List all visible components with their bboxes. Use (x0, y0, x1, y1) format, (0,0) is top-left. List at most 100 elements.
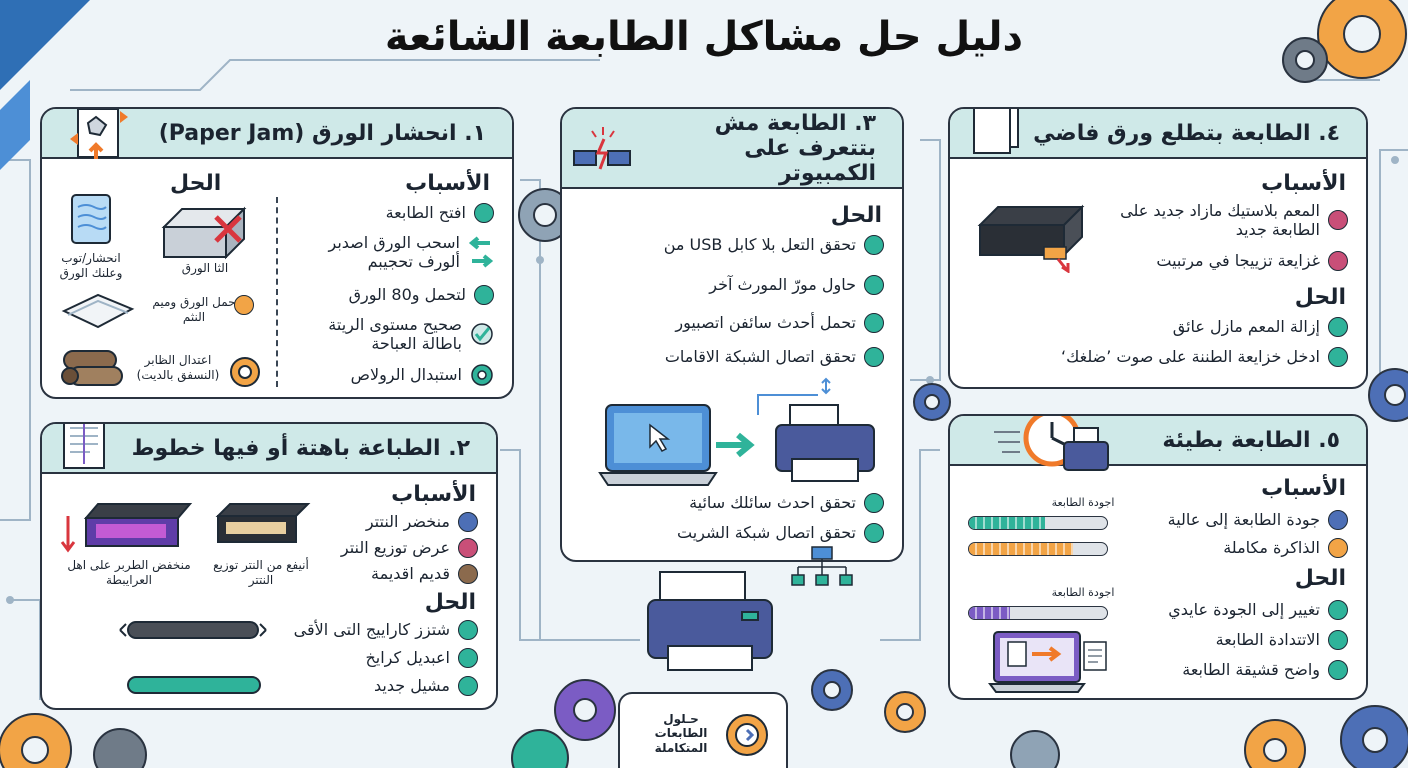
panel-title: ١. انحشار الورق (Paper Jam) (158, 120, 486, 146)
bullet-icon (1328, 210, 1348, 231)
causes-heading: الأسباب (1261, 171, 1346, 196)
gear-icon (230, 357, 260, 387)
list-item: استبدال الرولاص (274, 363, 494, 387)
solution-heading: الحل (1294, 285, 1346, 310)
quality-bar (968, 542, 1108, 556)
paper-sheets-icon (61, 293, 135, 329)
bullet-icon (458, 620, 478, 640)
list-item: اعبديل كرايخ (258, 648, 478, 668)
quality-bar-fill (969, 543, 1073, 555)
bullet-icon (864, 523, 884, 543)
panel-header: ٤. الطابعة بتطلع ورق فاضي (950, 109, 1366, 159)
toner-cartridge-icon (215, 503, 311, 543)
network-icon (791, 546, 853, 586)
quality-bar-fill (969, 517, 1045, 529)
solution-heading: الحل (170, 171, 222, 196)
jam-caption: انحشار/توب وعلنك الورق (59, 251, 123, 280)
paper-stack-icon (71, 194, 111, 244)
drum-roller-icon (127, 676, 261, 694)
divider (276, 197, 278, 387)
bullet-icon (1328, 538, 1348, 558)
panel-title: ٤. الطابعة بتطلع ورق فاضي (1033, 120, 1340, 146)
laptop-document-icon (988, 631, 1107, 693)
bar-label: اجودة الطابعة (1051, 496, 1115, 509)
list-item: الاتتدادة الطابعة (1118, 630, 1348, 650)
solution-heading: الحل (1294, 566, 1346, 591)
bullet-icon (864, 493, 884, 513)
bullet-icon (474, 285, 494, 305)
cartridge-caption: منخفض الطربر على اهل العرايبطة (67, 558, 191, 587)
toner-cartridge-icon (83, 503, 193, 547)
list-item: افتح الطابعة (274, 203, 494, 223)
list-item: المعم بلاستيك مازاد جديد على الطابعة جدي… (1098, 201, 1348, 239)
bullet-icon (1328, 347, 1348, 367)
quality-bar (968, 606, 1108, 620)
bullet-icon (1328, 600, 1348, 620)
list-item: قديم اقديمة (278, 564, 478, 584)
list-item: حاول مورّ المورث آخر (584, 275, 884, 295)
panel-title: ٣. الطابعة مش بتتعرف على الكمبيوتر (714, 110, 876, 186)
laptop-to-printer-illustration (598, 377, 875, 486)
bullet-icon (458, 676, 478, 696)
bullet-icon (1328, 660, 1348, 680)
paper-tray-icon (161, 206, 247, 260)
disconnected-cable-icon (573, 127, 631, 170)
list-item: تغيير إلى الجودة عايدي (1118, 600, 1348, 620)
clock-printer-icon (994, 416, 1109, 471)
arrows-icon (468, 236, 494, 268)
bullet-icon (864, 313, 884, 333)
bullet-icon (458, 564, 478, 584)
panel-not-recognized: ٣. الطابعة مش بتتعرف على الكمبيوتر الحل … (560, 107, 904, 562)
causes-heading: الأسباب (405, 171, 490, 196)
causes-heading: الأسباب (1261, 476, 1346, 501)
list-item: لتحمل و80 الورق (274, 285, 494, 305)
panel-title: ٥. الطابعة بطيئة (1162, 427, 1340, 453)
check-icon (471, 323, 493, 345)
panel-paper-jam: ١. انحشار الورق (Paper Jam) الأسباب الحل… (40, 107, 514, 399)
bullet-icon (1328, 510, 1348, 530)
causes-heading: الأسباب (391, 482, 476, 507)
down-arrow-icon (60, 516, 76, 553)
solution-caption: الثا الورق (181, 261, 229, 275)
solution-heading: الحل (424, 590, 476, 615)
bullet-icon (864, 275, 884, 295)
list-item: تحقق احدث سائلك سائية (584, 493, 884, 513)
bullet-icon (864, 347, 884, 367)
quality-bar-fill (969, 607, 1011, 619)
cartridge-caption: أنيفع من النتر توزيع النتتر (213, 558, 309, 587)
panel-header: ٣. الطابعة مش بتتعرف على الكمبيوتر (562, 109, 902, 189)
list-item: تحقق التعل بلا كابل USB من (584, 235, 884, 255)
bullet-icon (458, 648, 478, 668)
page-title: دليل حل مشاكل الطابعة الشائعة (384, 14, 1024, 60)
list-item: تحقق اتصال شبكة الشريت (584, 523, 884, 543)
rollers-icon (61, 350, 123, 386)
solution-caption: اعتدال الظابر (النسفق بالديت) (136, 353, 220, 382)
list-item: صحيح مستوى الريتة باطالة العباحة (274, 315, 494, 353)
list-item: مشيل جديد (258, 676, 478, 696)
bullet-icon (474, 203, 494, 223)
list-item: عرض توزيع النتر (278, 538, 478, 558)
faded-document-icon (63, 424, 105, 469)
list-item: غزايعة تزييجا في مرتبيت (1098, 251, 1348, 271)
bullet-icon (234, 295, 254, 315)
panel-blank-pages: ٤. الطابعة بتطلع ورق فاضي الأسباب المعم … (948, 107, 1368, 389)
list-item: شتزز كاراييج التى الأقى (258, 620, 478, 640)
list-item: تحمل أحدث سائفن اتصبيور (584, 313, 884, 333)
gear-icon (471, 364, 493, 386)
list-item: منخضر النتتر (278, 512, 478, 532)
blank-paper-icon (973, 109, 1019, 154)
panel-title: ٢. الطباعة باهتة أو فيها خطوط (131, 435, 470, 461)
solution-caption: حمل الورق وميم النثم (152, 295, 236, 324)
list-item: تحقق اتصال الشبكة الاقامات (584, 347, 884, 367)
bullet-icon (1328, 251, 1348, 271)
jammed-paper-icon (70, 109, 128, 159)
list-item: إزالة المعم مازل عائق (1028, 317, 1348, 337)
list-item: جودة الطابعة إلى عالية (1118, 510, 1348, 530)
bullet-icon (1328, 630, 1348, 650)
toner-cartridge-icon (977, 204, 1085, 273)
bar-label: اجودة الطابعة (1051, 586, 1115, 599)
logo-text: حـلول الطابعات المتكاملة (654, 712, 708, 755)
bullet-icon (1328, 317, 1348, 337)
quality-bar (968, 516, 1108, 530)
